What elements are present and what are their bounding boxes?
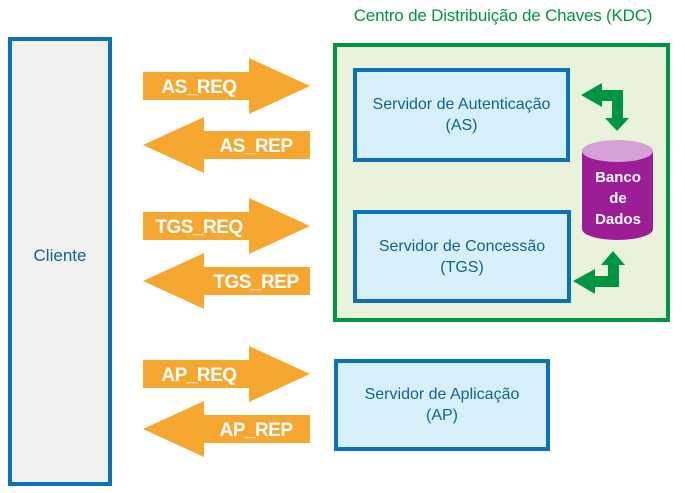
tgs-server-label: Servidor de Concessão [378, 237, 546, 255]
tgs-server-abbrev: (TGS) [440, 258, 484, 276]
ap-req-arrow: AP_REQ [143, 346, 310, 402]
database-label-line3: Dados [595, 211, 641, 228]
ap-req-label: AP_REQ [161, 365, 236, 386]
tgs-database-link-arrow-icon [573, 251, 625, 294]
tgs-req-label: TGS_REQ [155, 217, 242, 238]
kdc-title: Centro de Distribuição de Chaves (KDC) [353, 6, 653, 25]
database-label: Banco de Dados [580, 167, 656, 230]
tgs-rep-label: TGS_REP [213, 272, 299, 293]
ap-server-label: Servidor de Aplicação [364, 386, 520, 403]
tgs-rep-arrow: TGS_REP [143, 253, 310, 309]
as-rep-label: AS_REP [219, 136, 293, 157]
as-req-arrow: AS_REQ [143, 58, 310, 114]
ap-server-abbrev: (AP) [426, 407, 458, 424]
ap-server-box: Servidor de Aplicação (AP) [334, 359, 550, 451]
ap-rep-arrow: AP_REP [143, 401, 310, 457]
as-server-label: Servidor de Autenticação [372, 96, 551, 113]
client-box: Cliente [8, 37, 112, 486]
as-server-abbrev: (AS) [445, 117, 478, 134]
client-label: Cliente [33, 245, 87, 265]
database-label-line1: Banco [595, 169, 641, 186]
tgs-req-arrow: TGS_REQ [143, 198, 310, 254]
database-label-line2: de [609, 190, 627, 207]
ap-rep-label: AP_REP [219, 420, 293, 441]
as-database-link-arrow-icon [581, 83, 629, 131]
database-cylinder-icon [582, 140, 653, 240]
as-rep-arrow: AS_REP [143, 117, 310, 173]
as-req-label: AS_REQ [161, 77, 236, 98]
as-server-box: Servidor de Autenticação (AS) [353, 68, 570, 162]
tgs-server-box: Servidor de Concessão (TGS) [353, 210, 571, 303]
